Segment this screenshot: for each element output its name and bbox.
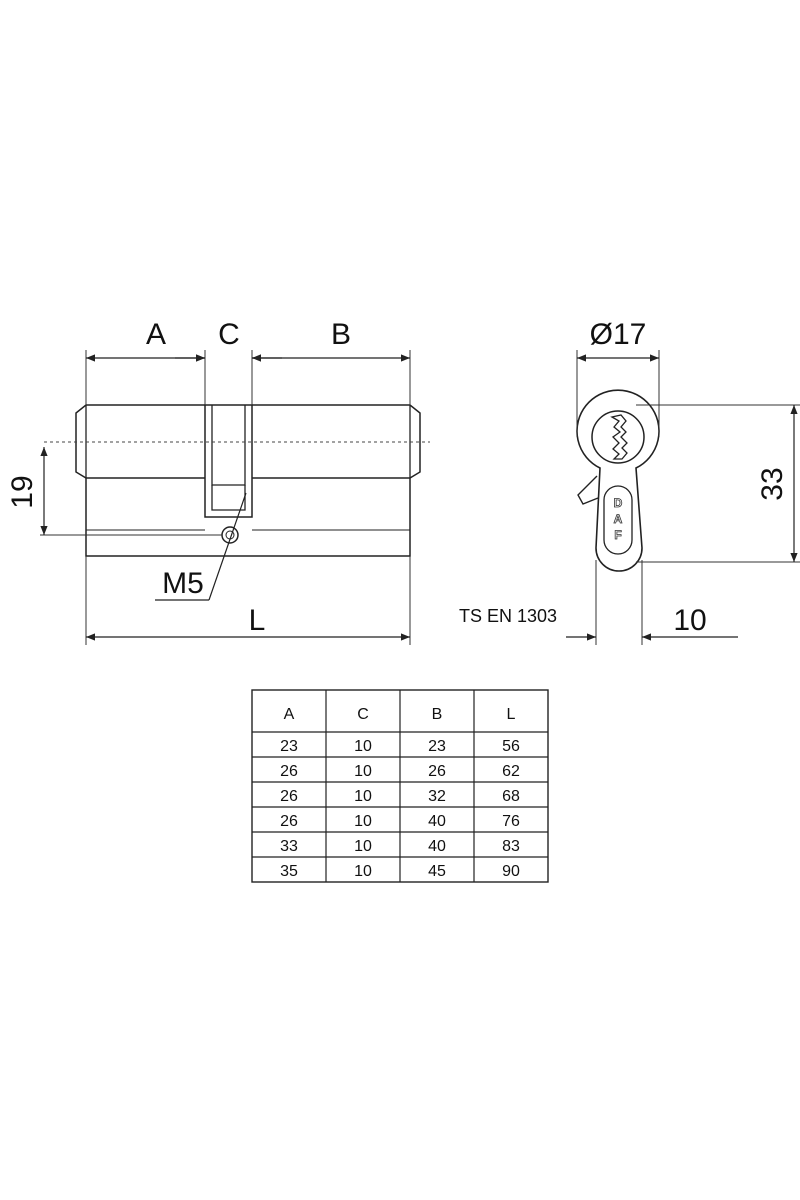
table-row: 35 10 45 90 [280,863,520,880]
dimension-diameter: Ø17 [577,318,659,362]
svg-text:D: D [614,496,623,510]
table-cell: 40 [428,813,446,830]
dimensions-table: A C B L 23 10 23 56 26 10 26 62 26 10 32… [251,689,549,883]
table-cell: 62 [502,763,520,780]
table-cell: 10 [354,838,372,855]
svg-text:A: A [614,512,623,526]
table-cell: 10 [354,738,372,755]
table-cell: 33 [280,838,298,855]
cam-slot [204,404,253,518]
table-cell: 10 [354,763,372,780]
dimension-19: 19 [6,447,48,535]
header-b: B [432,706,443,723]
keyway-icon [610,414,628,460]
dimension-a: A [86,318,205,362]
table-cell: 26 [428,763,446,780]
table-cell: 26 [280,788,298,805]
label-m5: M5 [162,567,204,600]
profile-outline [576,389,660,572]
table-cell: 56 [502,738,520,755]
label-b: B [331,318,351,351]
header-c: C [357,706,369,723]
label-10: 10 [673,604,706,637]
table-cell: 83 [502,838,520,855]
dimension-33: 33 [756,405,798,562]
lower-body [85,478,411,557]
table-row: 26 10 40 76 [280,813,520,830]
label-c: C [218,318,240,351]
profile-extension-lines [576,350,800,645]
table-cell: 26 [280,813,298,830]
table-cell: 76 [502,813,520,830]
label-19: 19 [6,475,39,508]
table-row: 26 10 26 62 [280,763,520,780]
table-cell: 10 [354,813,372,830]
table-cell: 32 [428,788,446,805]
cylinder-front-view [44,404,430,557]
label-a: A [146,318,166,351]
table-cell: 10 [354,863,372,880]
table-cell: 23 [280,738,298,755]
table-header: A C B L [284,706,516,723]
table-row: 33 10 40 83 [280,838,520,855]
table-cell: 90 [502,863,520,880]
cylinder-profile-view: D A F [576,389,660,572]
table-cell: 45 [428,863,446,880]
m5-callout: M5 [155,492,247,601]
table-cell: 23 [428,738,446,755]
table-cell: 40 [428,838,446,855]
table-cell: 68 [502,788,520,805]
header-l: L [507,706,516,723]
label-diameter: Ø17 [590,318,647,351]
label-33: 33 [756,467,789,500]
standard-label: TS EN 1303 [459,606,557,626]
header-a: A [284,706,295,723]
dimension-l: L [86,604,410,641]
cam-icon [577,475,599,505]
dimension-c: C [175,318,282,362]
dimension-10: 10 [566,604,738,641]
table-cell: 10 [354,788,372,805]
table-cell: 26 [280,763,298,780]
svg-text:F: F [614,528,621,542]
plug-circle [591,410,645,464]
daf-logo: D A F [613,496,623,543]
right-barrel [252,404,421,479]
label-l: L [249,604,266,637]
extension-lines [40,350,411,645]
table-row: 23 10 23 56 [280,738,520,755]
table-row: 26 10 32 68 [280,788,520,805]
dimension-b: B [252,318,410,362]
table-cell: 35 [280,863,298,880]
